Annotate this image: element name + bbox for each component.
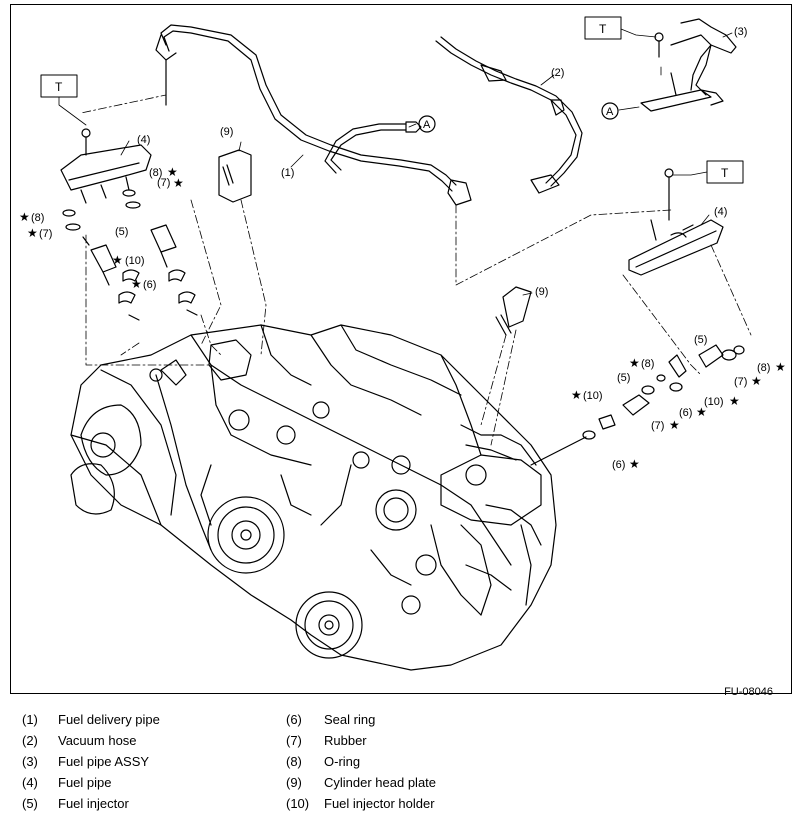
legend-item: (9) Cylinder head plate xyxy=(286,773,436,793)
torque-box-top xyxy=(584,16,622,40)
cylinder-head-plate-left xyxy=(218,149,252,203)
legend-number: (7) xyxy=(286,733,302,748)
connection-a-circle-1 xyxy=(418,115,436,133)
callout-10-right-b: (10) xyxy=(583,390,603,402)
callout-6-right-b: (6) xyxy=(612,459,625,471)
legend-item: (5) Fuel injector xyxy=(22,794,129,814)
callout-7-right-b: (7) xyxy=(651,420,664,432)
legend-text: Vacuum hose xyxy=(58,733,137,748)
star-icon: ★ xyxy=(729,394,740,408)
legend-number: (10) xyxy=(286,796,310,811)
callout-6-right-a: (6) xyxy=(679,407,692,419)
cylinder-head-plate-right xyxy=(495,286,532,336)
callout-3: (3) xyxy=(734,26,747,38)
callout-4-right: (4) xyxy=(714,206,727,218)
fuel-pipe-right xyxy=(628,168,724,276)
legend-number: (6) xyxy=(286,712,302,727)
star-icon: ★ xyxy=(19,210,30,224)
fuel-delivery-pipe xyxy=(155,24,472,206)
star-icon: ★ xyxy=(696,405,707,419)
torque-label-right: T xyxy=(721,166,729,180)
legend-text: Cylinder head plate xyxy=(324,775,437,790)
star-icon: ★ xyxy=(629,457,640,471)
legend-item: (10) Fuel injector holder xyxy=(286,794,435,814)
torque-label-top: T xyxy=(599,22,607,36)
legend-item: (4) Fuel pipe xyxy=(22,773,111,793)
callout-10-left: (10) xyxy=(125,255,145,267)
callout-labels: (1) (2) (3) (4) (4) (5) (5) (5) (6) (6) … xyxy=(31,22,770,471)
legend-text: Fuel injector xyxy=(58,796,129,811)
callout-5-left: (5) xyxy=(115,226,128,238)
callout-10-right-a: (10) xyxy=(704,396,724,408)
legend-text: Rubber xyxy=(324,733,367,748)
legend-text: Seal ring xyxy=(324,712,376,727)
torque-label-left: T xyxy=(55,80,63,94)
left-small-parts xyxy=(62,189,198,321)
exploded-diagram: (1) (2) (3) (4) (4) (5) (5) (5) (6) (6) … xyxy=(19,16,786,671)
connection-a-label-1: A xyxy=(423,119,431,131)
vacuum-hose xyxy=(435,36,583,194)
parts-legend: (1) Fuel delivery pipe (2) Vacuum hose (3)… xyxy=(0,710,804,820)
callout-6-left: (6) xyxy=(143,279,156,291)
legend-item: (2) Vacuum hose xyxy=(22,731,137,751)
callout-8-right-b: (8) xyxy=(641,358,654,370)
fuel-pipe-assy xyxy=(640,18,737,112)
legend-number: (4) xyxy=(22,775,38,790)
legend-number: (1) xyxy=(22,712,38,727)
connection-a-label-2: A xyxy=(606,106,614,118)
callout-8-left-b: (8) xyxy=(31,212,44,224)
star-icon: ★ xyxy=(751,374,762,388)
star-icon: ★ xyxy=(629,356,640,370)
callout-7-left-b: (7) xyxy=(39,228,52,240)
legend-item: (6) Seal ring xyxy=(286,710,375,730)
callout-1: (1) xyxy=(281,167,294,179)
legend-text: Fuel injector holder xyxy=(324,796,435,811)
legend-number: (3) xyxy=(22,754,38,769)
legend-text: O-ring xyxy=(324,754,361,769)
star-icon: ★ xyxy=(571,388,582,402)
callout-7-left-a: (7) xyxy=(157,177,170,189)
star-icon: ★ xyxy=(112,253,123,267)
legend-text: Fuel pipe xyxy=(58,775,112,790)
fuel-pipe-left xyxy=(60,128,152,204)
callout-5-right-b: (5) xyxy=(617,372,630,384)
legend-item: (1) Fuel delivery pipe xyxy=(22,710,160,730)
connection-a-circle-2 xyxy=(601,102,619,120)
legend-text: Fuel pipe ASSY xyxy=(58,754,150,769)
engine-block xyxy=(70,324,557,671)
legend-text: Fuel delivery pipe xyxy=(58,712,160,727)
figure-id: FU-08046 xyxy=(724,686,773,698)
legend-number: (5) xyxy=(22,796,38,811)
callout-7-right-a: (7) xyxy=(734,376,747,388)
legend-number: (8) xyxy=(286,754,302,769)
star-icon: ★ xyxy=(173,176,184,190)
callout-9-left: (9) xyxy=(220,126,233,138)
legend-item: (7) Rubber xyxy=(286,731,367,751)
star-icon: ★ xyxy=(167,165,178,179)
legend-number: (9) xyxy=(286,775,302,790)
callout-9-right: (9) xyxy=(535,286,548,298)
legend-item: (8) O-ring xyxy=(286,752,360,772)
diagram-frame: (1) (2) (3) (4) (4) (5) (5) (5) (6) (6) … xyxy=(10,4,792,698)
callout-8-left-a: (8) xyxy=(149,167,162,179)
callout-5-right-a: (5) xyxy=(694,334,707,346)
star-icon: ★ xyxy=(131,277,142,291)
right-small-parts xyxy=(530,344,745,466)
star-icon: ★ xyxy=(669,418,680,432)
callout-2: (2) xyxy=(551,67,564,79)
star-icons: ★ ★ ★ ★ ★ ★ ★ ★ ★ ★ ★ ★ ★ ★ xyxy=(19,165,786,471)
legend-item: (3) Fuel pipe ASSY xyxy=(22,752,149,772)
callout-4-left: (4) xyxy=(137,134,150,146)
star-icon: ★ xyxy=(27,226,38,240)
callout-8-right-a: (8) xyxy=(757,362,770,374)
star-icon: ★ xyxy=(775,360,786,374)
legend-number: (2) xyxy=(22,733,38,748)
